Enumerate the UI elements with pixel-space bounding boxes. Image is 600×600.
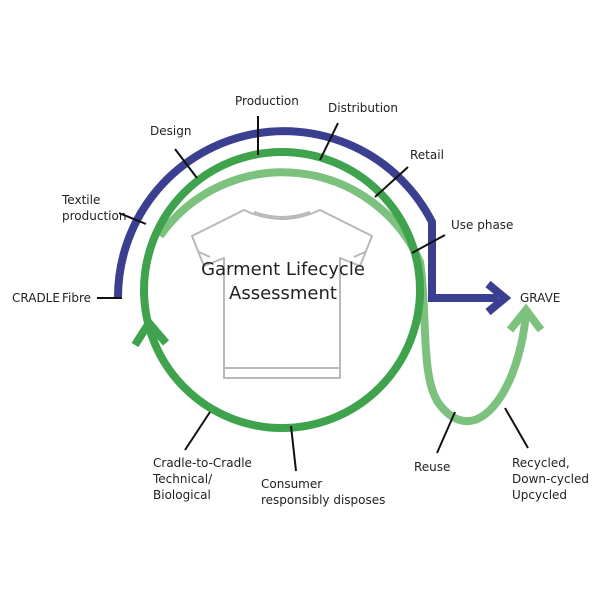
label-distribution: Distribution (328, 101, 398, 115)
leader-recycled (504, 407, 529, 449)
label-cradle: CRADLE (12, 291, 60, 305)
label-reuse: Reuse (414, 460, 450, 474)
label-consumer-line2: responsibly disposes (261, 493, 385, 507)
diagram-title-line2: Assessment (229, 283, 337, 304)
grave-arrowhead (485, 280, 512, 316)
leader-distribution (319, 122, 339, 161)
lifecycle-circle (140, 148, 424, 432)
recycle-arrowhead (506, 303, 545, 333)
label-use-phase: Use phase (451, 218, 513, 232)
label-production: Production (235, 94, 299, 108)
tshirt-icon (191, 209, 373, 379)
label-textile-line2: production (62, 209, 126, 223)
label-retail: Retail (410, 148, 444, 162)
diagram-title-line1: Garment Lifecycle (201, 259, 365, 280)
label-c2c-line2: Technical/ (152, 472, 213, 486)
label-design: Design (150, 124, 191, 138)
leader-retail (374, 166, 409, 198)
leader-consumer (290, 425, 297, 472)
label-fibre: Fibre (62, 291, 91, 305)
leader-textile (118, 212, 147, 225)
label-consumer-line1: Consumer (261, 477, 322, 491)
leader-design (174, 148, 198, 179)
leader-cradle-to-cradle (184, 411, 211, 451)
label-recycled-line1: Recycled, (512, 456, 570, 470)
label-recycled-line2: Down-cycled (512, 472, 589, 486)
cycle-arrowhead (131, 316, 170, 348)
linear-path-arc (113, 127, 498, 302)
leader-use-phase (411, 234, 446, 254)
label-textile-line1: Textile (61, 193, 100, 207)
label-c2c-line3: Biological (153, 488, 211, 502)
label-grave: GRAVE (520, 291, 560, 305)
leader-reuse (436, 411, 456, 454)
label-recycled-line3: Upcycled (512, 488, 567, 502)
label-c2c-line1: Cradle-to-Cradle (153, 456, 252, 470)
leader-lines (97, 116, 529, 472)
